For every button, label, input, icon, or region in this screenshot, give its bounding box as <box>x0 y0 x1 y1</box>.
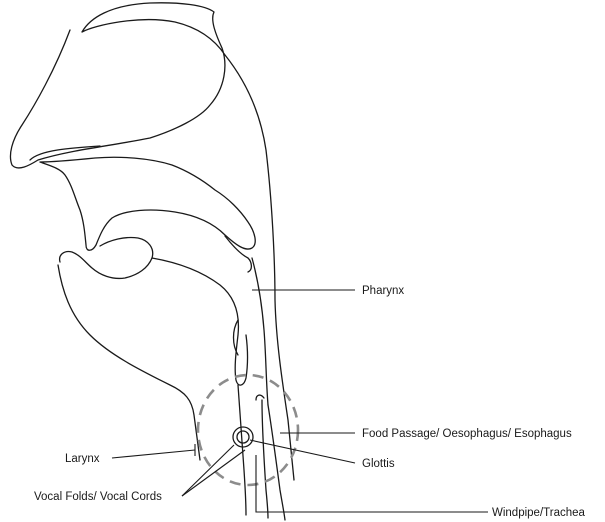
glottis-leader <box>250 440 355 463</box>
larynx-leader <box>112 450 195 458</box>
larynx-highlight-ring <box>198 375 298 485</box>
glottis-inner-ring <box>237 431 249 443</box>
vocal-folds-leader-a <box>182 445 234 496</box>
oesophagus-wall <box>268 405 285 520</box>
label-food-passage: Food Passage/ Oesophagus/ Esophagus <box>362 428 572 440</box>
label-larynx: Larynx <box>65 453 100 465</box>
glottis-ring <box>233 427 253 447</box>
lower-jaw <box>58 265 200 460</box>
vocal-folds-leader-b <box>182 450 245 496</box>
larynx-inner-wall <box>256 395 264 400</box>
epiglottis <box>152 258 248 385</box>
pharynx-front-wall <box>252 258 268 405</box>
nasal-cavity <box>40 157 255 250</box>
trachea-right-wall <box>262 400 268 518</box>
label-pharynx: Pharynx <box>362 285 404 297</box>
head-outline <box>10 3 294 480</box>
soft-palate <box>225 236 251 272</box>
label-windpipe: Windpipe/Trachea <box>492 507 586 519</box>
tongue <box>60 237 153 278</box>
label-glottis: Glottis <box>362 458 395 470</box>
label-vocal-folds: Vocal Folds/ Vocal Cords <box>34 491 162 503</box>
